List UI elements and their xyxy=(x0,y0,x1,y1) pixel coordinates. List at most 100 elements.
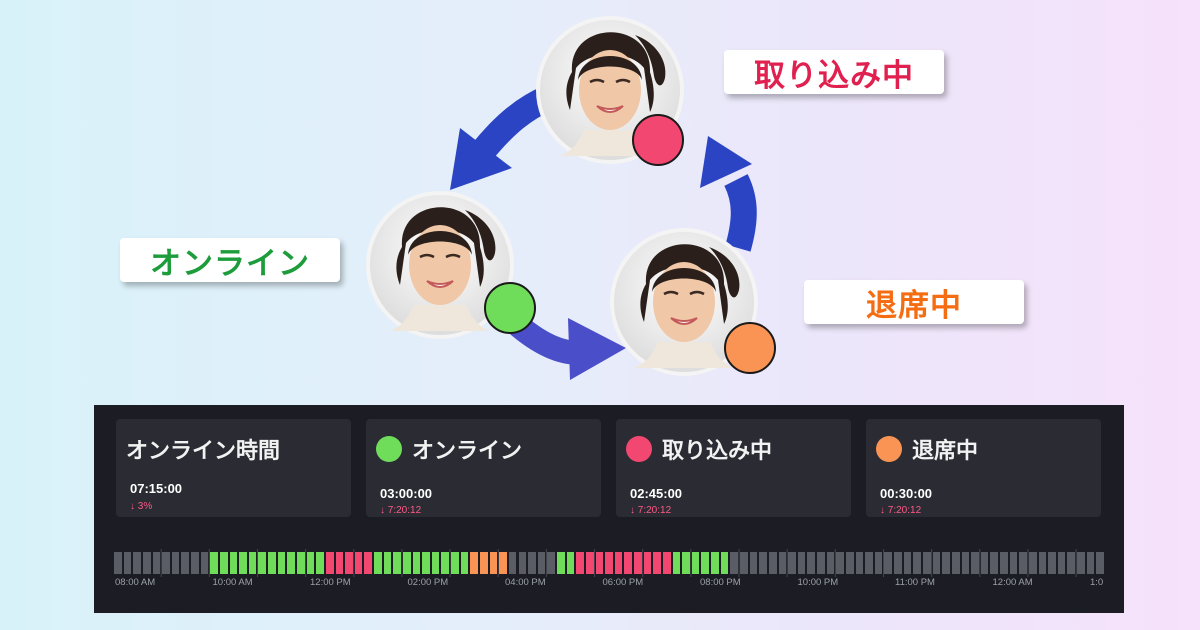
timeline-slot-online xyxy=(460,552,469,574)
timeline-slot-idle xyxy=(1019,552,1027,574)
away-dot-icon xyxy=(876,436,902,462)
timeline-slot-busy xyxy=(653,552,661,574)
timeline-slot-idle xyxy=(114,552,122,574)
timeline-hour-label: 10:00 AM xyxy=(212,577,253,588)
timeline-slot-online xyxy=(383,552,392,574)
timeline-slot-away xyxy=(470,552,478,574)
timeline-slot-idle xyxy=(1028,552,1037,574)
online-status-label: オンライン xyxy=(120,238,340,282)
busy-card: 取り込み中 02:45:00 ↓ 7:20:12 xyxy=(616,419,851,517)
timeline-slot-idle xyxy=(759,552,767,574)
timeline-slot-busy xyxy=(364,552,373,574)
timeline-slot-busy xyxy=(662,552,671,574)
avatar-busy xyxy=(536,16,684,166)
timeline-slot-online xyxy=(422,552,430,574)
timeline-slot-online xyxy=(277,552,286,574)
timeline-slot-online xyxy=(268,552,276,574)
timeline-hour-label: 06:00 PM xyxy=(602,577,644,588)
away-card-label: 退席中 xyxy=(912,439,979,464)
busy-card-label: 取り込み中 xyxy=(662,439,773,464)
timeline-slot-idle xyxy=(508,552,517,574)
timeline-slot-online xyxy=(557,552,565,574)
timeline-slot-busy xyxy=(605,552,613,574)
timeline-slot-idle xyxy=(942,552,950,574)
online-dot-icon xyxy=(376,436,402,462)
timeline-slot-online xyxy=(402,552,411,574)
timeline-slot-idle xyxy=(152,552,161,574)
busy-status-dot xyxy=(632,114,684,166)
timeline-slot-idle xyxy=(123,552,132,574)
online-time-title: オンライン時間 xyxy=(126,439,281,464)
timeline-slot-online xyxy=(393,552,401,574)
timeline-slot-online xyxy=(711,552,719,574)
timeline-hour-label: 04:00 PM xyxy=(505,577,546,588)
status-cycle-diagram xyxy=(366,16,776,380)
away-card-value: 00:30:00 xyxy=(880,486,933,501)
timeline-hour-label: 1:0 xyxy=(1090,577,1104,588)
timeline-slot-idle xyxy=(528,552,536,574)
timeline-slot-online xyxy=(229,552,238,574)
timeline-slot-busy xyxy=(345,552,353,574)
timeline-slot-online xyxy=(701,552,710,574)
timeline-slot-idle xyxy=(778,552,787,574)
online-card-delta: ↓ 7:20:12 xyxy=(380,505,422,516)
timeline-slot-online xyxy=(566,552,575,574)
timeline-slot-idle xyxy=(1009,552,1018,574)
arrow-head-busy xyxy=(700,136,752,188)
timeline-slot-idle xyxy=(162,552,170,574)
timeline-slot-idle xyxy=(845,552,854,574)
hero-illustration: オンライン 取り込み中 退席中 xyxy=(120,16,1024,380)
online-time-delta: ↓ 3% xyxy=(130,501,153,512)
arrow-away-to-busy xyxy=(724,174,757,252)
timeline-slot-online xyxy=(672,552,681,574)
timeline-slot-online xyxy=(239,552,247,574)
timeline-slot-online xyxy=(258,552,267,574)
timeline-slot-idle xyxy=(768,552,777,574)
timeline-slot-idle xyxy=(537,552,546,574)
timeline-hour-label: 10:00 PM xyxy=(797,577,839,588)
timeline-slot-idle xyxy=(749,552,758,574)
timeline-slot-idle xyxy=(894,552,902,574)
timeline-slot-idle xyxy=(547,552,556,574)
away-status-label: 退席中 xyxy=(804,280,1024,324)
online-time-value: 07:15:00 xyxy=(130,481,183,496)
timeline-slot-idle xyxy=(951,552,960,574)
timeline-slot-idle xyxy=(903,552,912,574)
timeline-slot-idle xyxy=(1086,552,1095,574)
timeline-hour-label: 11:00 PM xyxy=(895,577,935,588)
timeline-slot-busy xyxy=(624,552,633,574)
arrow-head-online xyxy=(450,128,512,190)
avatar-away xyxy=(610,228,776,376)
online-card-title: オンライン xyxy=(376,429,522,469)
timeline-slot-online xyxy=(691,552,700,574)
timeline-slot-idle xyxy=(884,552,893,574)
online-card: オンライン 03:00:00 ↓ 7:20:12 xyxy=(366,419,601,517)
timeline-slot-busy xyxy=(643,552,652,574)
timeline-slot-online xyxy=(431,552,440,574)
status-dashboard-panel: オンライン時間 07:15:00 ↓ 3% オンライン 03:00:00 ↓ 7… xyxy=(94,405,1124,613)
timeline-slot-online xyxy=(451,552,459,574)
timeline-slot-idle xyxy=(923,552,931,574)
timeline-slot-away xyxy=(489,552,498,574)
timeline-hour-label: 08:00 AM xyxy=(115,577,156,588)
timeline-hour-label: 08:00 PM xyxy=(700,577,741,588)
timeline-slot-busy xyxy=(354,552,363,574)
timeline-hour-label: 02:00 PM xyxy=(407,577,449,588)
timeline-slot-online xyxy=(441,552,450,574)
timeline-slot-idle xyxy=(1067,552,1076,574)
timeline-slot-idle xyxy=(740,552,748,574)
timeline-slot-idle xyxy=(1077,552,1085,574)
timeline-slot-idle xyxy=(980,552,989,574)
timeline-slot-online xyxy=(210,552,218,574)
online-time-card: オンライン時間 07:15:00 ↓ 3% xyxy=(116,419,351,517)
timeline-slot-idle xyxy=(788,552,796,574)
timeline-slot-busy xyxy=(335,552,344,574)
timeline-slot-idle xyxy=(826,552,835,574)
away-card: 退席中 00:30:00 ↓ 7:20:12 xyxy=(866,419,1101,517)
timeline-slot-online xyxy=(316,552,324,574)
timeline-slot-idle xyxy=(807,552,816,574)
timeline-slot-idle xyxy=(874,552,883,574)
away-card-title: 退席中 xyxy=(876,429,978,469)
timeline-slot-idle xyxy=(797,552,806,574)
